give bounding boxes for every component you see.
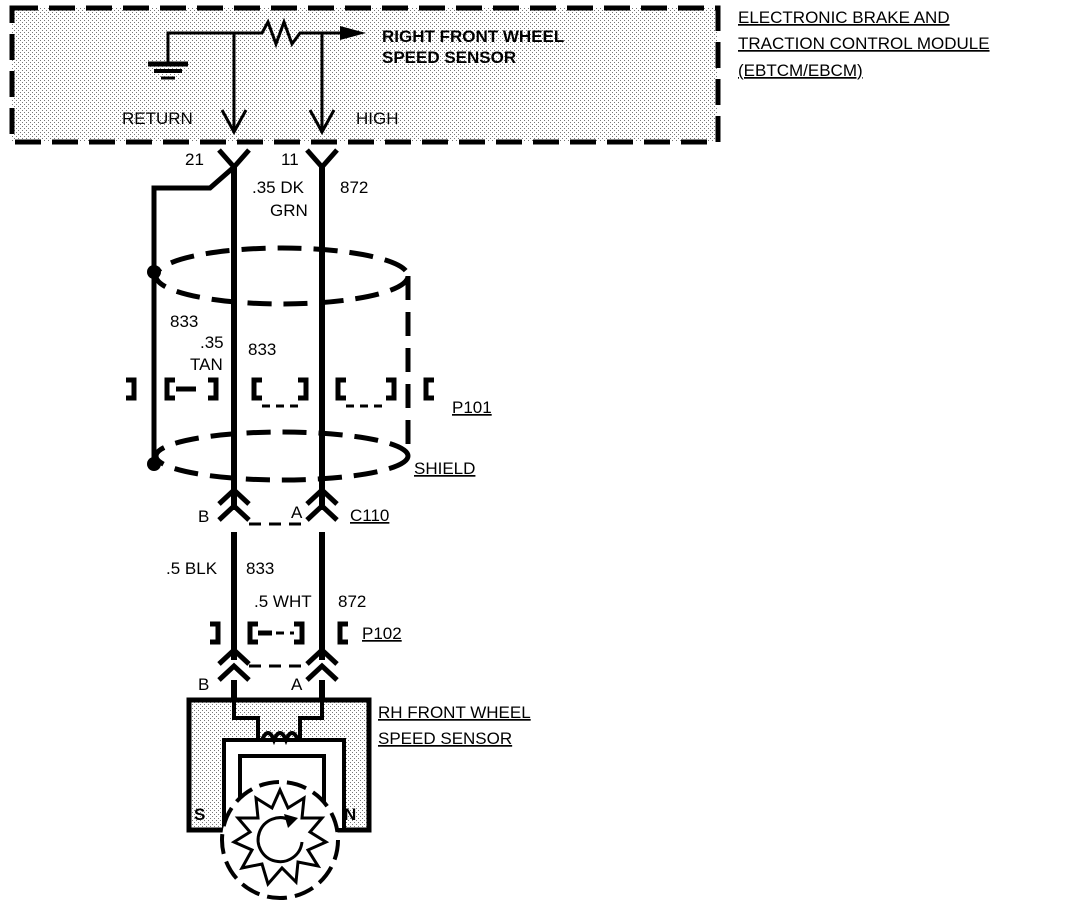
shield-drain-wire [151,165,236,464]
sensor-title-line-1: RH FRONT WHEEL [378,703,531,722]
return-label: RETURN [122,109,193,128]
return-wire-lower-circuit: 833 [246,559,274,578]
return-wire-lower-gauge: .5 BLK [166,559,218,578]
p102-connector [210,621,348,645]
internal-sensor-label-1: RIGHT FRONT WHEEL [382,27,564,46]
high-wire-gauge-line-1: .35 DK [252,178,305,197]
tone-wheel-icon [220,780,340,900]
c110-label: C110 [350,506,389,525]
p101-connector [126,377,434,408]
pin-21-label: 21 [185,150,204,169]
internal-sensor-resistor [234,17,366,49]
sensor-title-line-2: SPEED SENSOR [378,729,512,748]
c110-connector [217,486,339,526]
high-label: HIGH [356,109,399,128]
p101-label: P101 [452,398,492,417]
module-terminal-high [305,148,339,171]
shield-label: SHIELD [414,459,475,478]
module-title-line-2: TRACTION CONTROL MODULE [738,34,990,53]
sensor-pole-s: S [194,805,205,824]
c110-pin-b: B [198,507,209,526]
sensor-pin-b: B [198,675,209,694]
sensor-pole-n: N [344,805,356,824]
high-wire-circuit: 872 [340,178,368,197]
shield-cylinder [153,245,411,483]
sensor-connector [217,646,339,682]
return-wire-circuit: 833 [248,340,276,359]
high-wire-lower-circuit: 872 [338,592,366,611]
high-arrow-icon [308,33,336,136]
high-wire-lower-gauge: .5 WHT [254,592,312,611]
c110-pin-a: A [291,503,303,522]
return-wire-gauge-line-1: .35 [200,333,224,352]
pin-11-label: 11 [281,150,299,169]
ebtcm-module-box [9,5,721,145]
internal-sensor-label-2: SPEED SENSOR [382,48,516,67]
p102-label: P102 [362,624,402,643]
return-arrow-icon [220,33,248,136]
shield-circuit: 833 [170,312,198,331]
ground-icon [148,31,234,80]
sensor-pin-a: A [291,675,303,694]
return-wire-gauge-line-2: TAN [190,355,223,374]
high-wire-gauge-line-2: GRN [270,201,308,220]
module-terminal-return [217,148,251,171]
module-title-line-3: (EBTCM/EBCM) [738,61,863,80]
module-title-line-1: ELECTRONIC BRAKE AND [738,8,950,27]
